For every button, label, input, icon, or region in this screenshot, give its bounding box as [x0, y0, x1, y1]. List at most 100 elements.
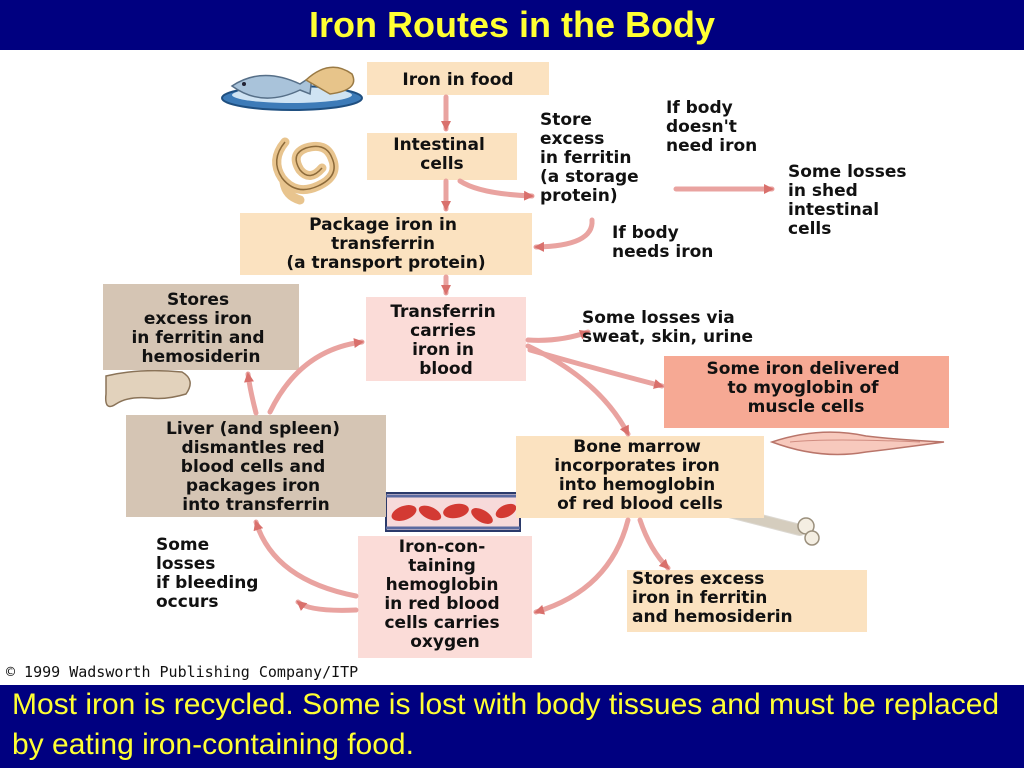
intestine-icon [272, 137, 339, 205]
muscle-icon [769, 431, 945, 456]
arrow-liver-to-transferrin [267, 338, 365, 415]
slide-title: Iron Routes in the Body [308, 4, 715, 45]
title-bar: Iron Routes in the Body [0, 0, 1024, 50]
line: Iron-con- [399, 537, 485, 557]
line: Bone marrow [573, 437, 701, 457]
bone-marrow-label: Bone marrow incorporates iron into hemog… [554, 437, 725, 514]
line: Iron in food [402, 70, 513, 90]
line: excess [540, 129, 604, 149]
stores-liver-label: Stores excess iron in ferritin and hemos… [131, 290, 270, 367]
line: muscle cells [748, 397, 865, 417]
line: if bleeding [156, 573, 258, 593]
stores-liver-box [103, 284, 299, 370]
arrow-liver-to-stores [244, 371, 259, 416]
line: Stores excess [632, 569, 764, 589]
stores-bone-box [627, 570, 867, 632]
line: hemosiderin [142, 347, 261, 367]
package-transferrin-label: Package iron in transferrin (a transport… [286, 215, 485, 273]
line: If body [612, 223, 679, 243]
line: Liver (and spleen) [166, 419, 340, 439]
line: in red blood [384, 594, 499, 614]
line: transferrin [331, 234, 435, 254]
line: Transferrin [390, 302, 495, 322]
myoglobin-box [664, 356, 949, 428]
line: Some losses [788, 162, 906, 182]
package-transferrin-box [240, 213, 532, 275]
line: packages iron [186, 476, 320, 496]
arrow-rbc-to-bleeding [295, 599, 359, 613]
losses-sweat-label: Some losses via sweat, skin, urine [582, 308, 753, 347]
blood-vessel-icon [385, 492, 521, 532]
line: protein) [540, 186, 618, 206]
liver-icon [104, 369, 191, 408]
hemoglobin-rbc-label: Iron-con- taining hemoglobin in red bloo… [384, 537, 505, 652]
line: iron in ferritin [632, 588, 767, 608]
hemoglobin-rbc-box [358, 536, 532, 658]
line: excess iron [144, 309, 252, 329]
line: in ferritin [540, 148, 631, 168]
food-plate-icon [221, 66, 363, 111]
stores-bone-label: Stores excess iron in ferritin and hemos… [632, 569, 793, 627]
line: occurs [156, 592, 218, 612]
line: needs iron [612, 242, 713, 262]
arrow-intestine-to-ferritin [457, 178, 535, 201]
slide-caption: Most iron is recycled. Some is lost with… [12, 688, 1000, 761]
flow-arrows [244, 94, 775, 615]
line: hemoglobin [386, 575, 499, 595]
line: need iron [666, 136, 757, 156]
line: into hemoglobin [559, 475, 715, 495]
arrow-rbc-to-liver [253, 519, 359, 599]
intestinal-cells-label: Intestinal cells [393, 135, 490, 174]
myoglobin-label: Some iron delivered to myoglobin of musc… [707, 359, 906, 417]
iron-in-food-label: Iron in food [402, 70, 513, 90]
bone-marrow-box [516, 436, 764, 518]
copyright-text: © 1999 Wadsworth Publishing Company/ITP [6, 663, 358, 681]
line: to myoglobin of [728, 378, 880, 398]
line: blood cells and [181, 457, 325, 477]
line: in ferritin and [131, 328, 264, 348]
caption-bar: Most iron is recycled. Some is lost with… [0, 685, 1024, 768]
if-body-doesnt-need-label: If body doesn't need iron [666, 98, 757, 156]
line: Some [156, 535, 209, 555]
line: iron in [412, 340, 474, 360]
iron-routes-diagram: Iron in food Intestinal cells Store exce… [6, 62, 949, 681]
line: dismantles red [182, 438, 325, 458]
line: Stores [167, 290, 229, 310]
transferrin-blood-label: Transferrin carries iron in blood [390, 302, 501, 379]
line: and hemosiderin [632, 607, 793, 627]
line: cells carries [384, 613, 499, 633]
line: sweat, skin, urine [582, 327, 753, 347]
line: incorporates iron [554, 456, 719, 476]
liver-spleen-label: Liver (and spleen) dismantles red blood … [166, 419, 346, 515]
line: in shed [788, 181, 858, 201]
line: Some losses via [582, 308, 735, 328]
line: If body [666, 98, 733, 118]
arrow-ferritin-to-package [533, 217, 595, 252]
line: Intestinal [393, 135, 485, 155]
line: carries [410, 321, 476, 341]
line: of red blood cells [557, 494, 723, 514]
line: intestinal [788, 200, 879, 220]
arrow-to-sweat [525, 329, 591, 343]
line: (a transport protein) [286, 253, 485, 273]
iron-in-food-box [367, 62, 549, 95]
line: doesn't [666, 117, 737, 137]
store-excess-ferritin-label: Store excess in ferritin (a storage prot… [540, 110, 645, 206]
arrow-transferrin-to-marrow [525, 343, 631, 437]
line: into transferrin [182, 495, 329, 515]
line: Some iron delivered [707, 359, 900, 379]
line: (a storage [540, 167, 639, 187]
line: cells [788, 219, 831, 239]
line: cells [420, 154, 463, 174]
losses-intestinal-label: Some losses in shed intestinal cells [788, 162, 912, 239]
losses-bleeding-label: Some losses if bleeding occurs [156, 535, 264, 612]
intestinal-cells-box [367, 133, 517, 180]
arrow-marrow-to-rbc [533, 517, 631, 615]
line: Store [540, 110, 592, 130]
line: oxygen [410, 632, 480, 652]
line: blood [419, 359, 473, 379]
liver-spleen-box [126, 415, 386, 517]
if-body-needs-label: If body needs iron [612, 223, 713, 262]
arrow-marrow-to-stores [637, 517, 671, 571]
line: losses [156, 554, 215, 574]
